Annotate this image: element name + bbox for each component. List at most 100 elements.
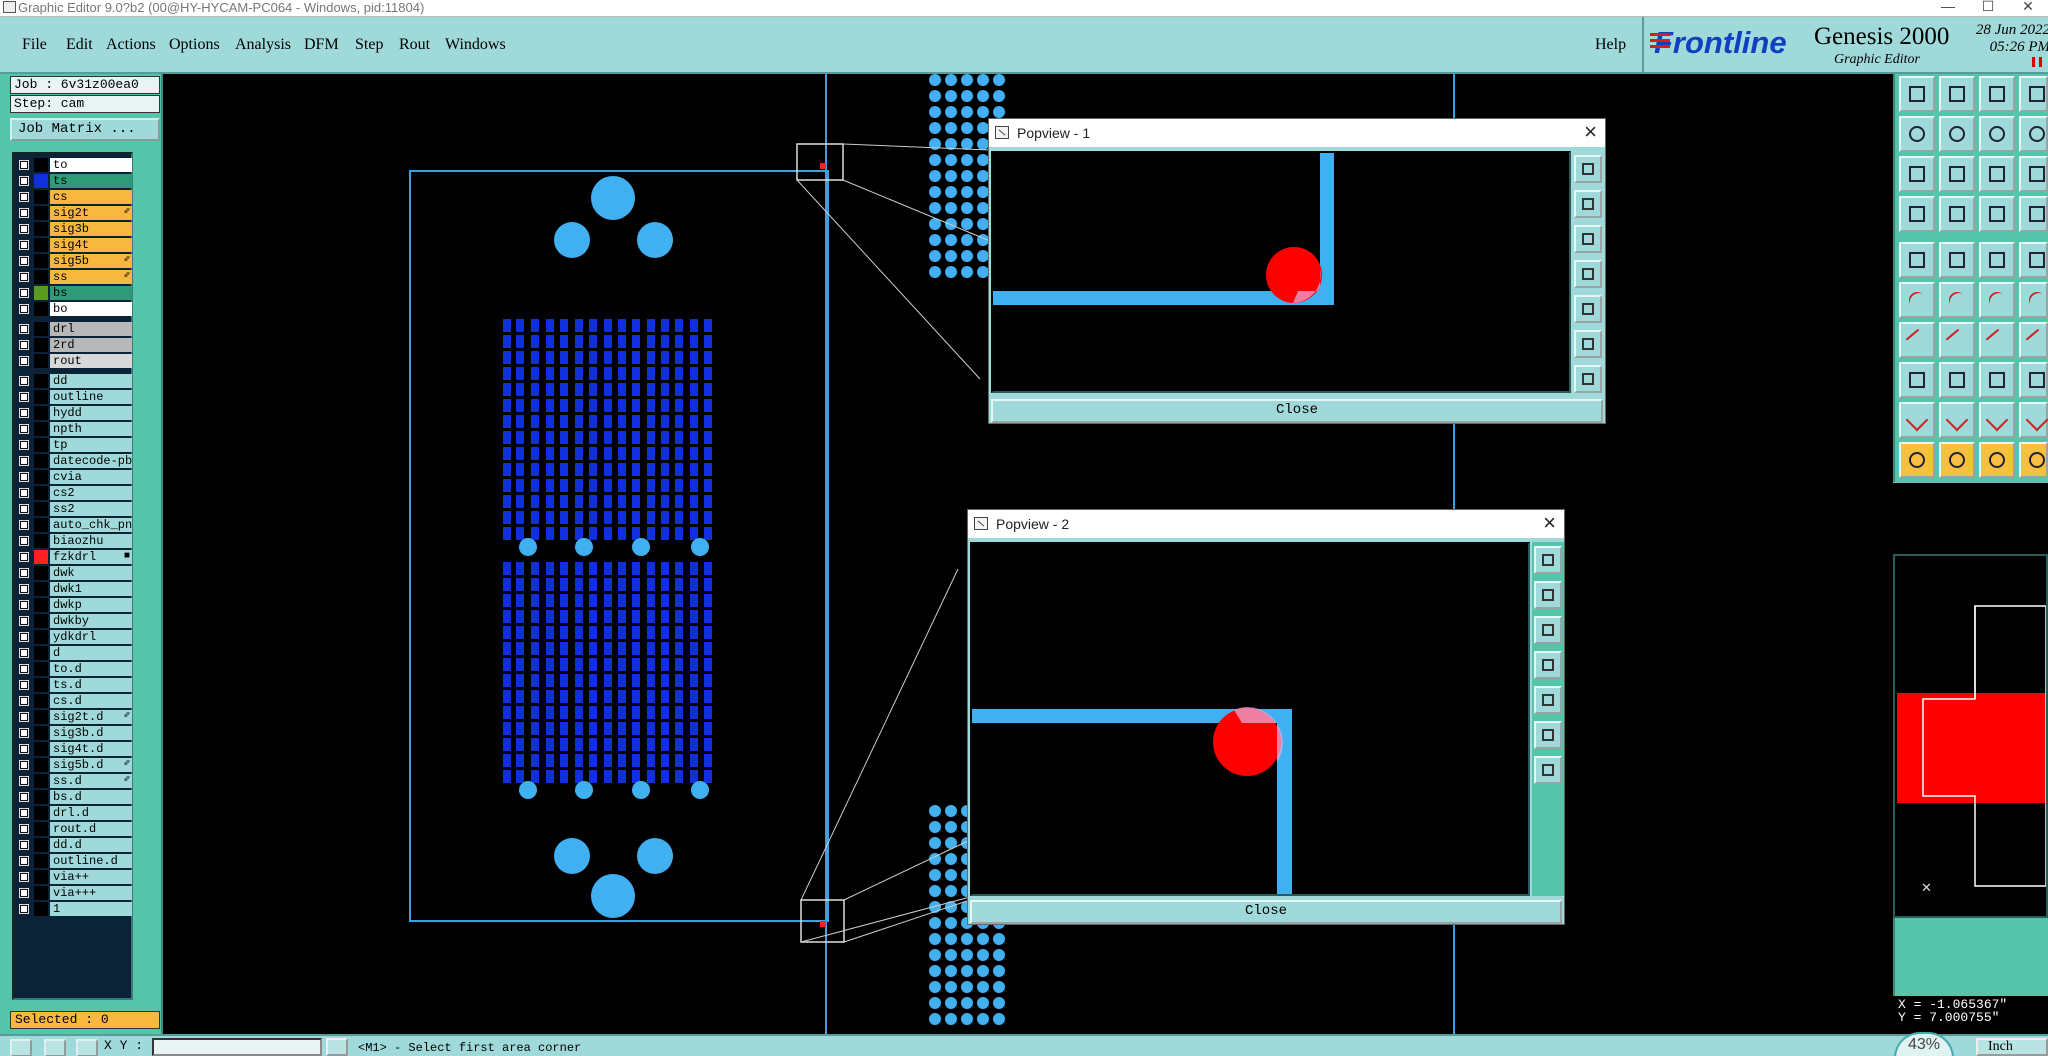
layer-row-dd.d[interactable]: dd.d: [16, 838, 132, 852]
popview-1-pan-right-button[interactable]: [1574, 295, 1602, 323]
popview-1-titlebar[interactable]: Popview - 1 ×: [989, 119, 1605, 147]
layer-checkbox[interactable]: [19, 256, 29, 266]
snap-extra-icon[interactable]: [2019, 196, 2048, 232]
layer-color-swatch[interactable]: [34, 662, 48, 676]
layer-row-sig5b[interactable]: sig5b✐: [16, 254, 132, 268]
rotate-arc-icon[interactable]: [1979, 322, 2015, 358]
layer-color-swatch[interactable]: [34, 838, 48, 852]
layer-name[interactable]: ts.d: [50, 678, 132, 692]
layer-row-1[interactable]: 1: [16, 902, 132, 916]
layer-row-ydkdrl[interactable]: ydkdrl: [16, 630, 132, 644]
menu-file[interactable]: File: [22, 36, 47, 53]
layer-name[interactable]: ss.d✐: [50, 774, 132, 788]
layer-checkbox[interactable]: [19, 808, 29, 818]
layer-row-ss2[interactable]: ss2: [16, 502, 132, 516]
layer-checkbox[interactable]: [19, 456, 29, 466]
triangle-3-icon[interactable]: [1979, 402, 2015, 438]
pan-left-icon[interactable]: [1899, 116, 1935, 152]
layer-color-swatch[interactable]: [34, 822, 48, 836]
layer-color-swatch[interactable]: [34, 534, 48, 548]
layer-checkbox[interactable]: [19, 160, 29, 170]
layer-color-swatch[interactable]: [34, 678, 48, 692]
layer-checkbox[interactable]: [19, 392, 29, 402]
popview-1-window[interactable]: Popview - 1 × Close: [988, 118, 1606, 424]
layer-checkbox[interactable]: [19, 324, 29, 334]
layer-name[interactable]: d: [50, 646, 132, 660]
layer-name[interactable]: npth: [50, 422, 132, 436]
scale-1-2-icon[interactable]: [1979, 156, 2015, 192]
popview-1-zoom-out-button[interactable]: [1574, 225, 1602, 253]
arc-point-icon[interactable]: [1979, 282, 2015, 318]
layer-row-ts[interactable]: ts: [16, 174, 132, 188]
popview-2-canvas[interactable]: [970, 542, 1530, 896]
layer-checkbox[interactable]: [19, 176, 29, 186]
layer-name[interactable]: dwk1: [50, 582, 132, 596]
layer-name[interactable]: hydd: [50, 406, 132, 420]
layer-row-dwkby[interactable]: dwkby: [16, 614, 132, 628]
layer-color-swatch[interactable]: [34, 254, 48, 268]
layer-name[interactable]: datecode-pbe: [50, 454, 132, 468]
popview-2-window[interactable]: Popview - 2 × Close: [967, 509, 1565, 925]
layer-name[interactable]: outline.d: [50, 854, 132, 868]
layer-row-outline[interactable]: outline: [16, 390, 132, 404]
popview-2-center-button[interactable]: [1534, 756, 1562, 784]
layer-row-bs[interactable]: bs: [16, 286, 132, 300]
layer-name[interactable]: dd: [50, 374, 132, 388]
layer-checkbox[interactable]: [19, 856, 29, 866]
popview-2-fit-button[interactable]: [1534, 721, 1562, 749]
popview-2-pan-right-button[interactable]: [1534, 686, 1562, 714]
layer-checkbox[interactable]: [19, 304, 29, 314]
layer-checkbox[interactable]: [19, 648, 29, 658]
layer-color-swatch[interactable]: [34, 354, 48, 368]
layer-row-sig4t.d[interactable]: sig4t.d: [16, 742, 132, 756]
close-window-button[interactable]: ✕: [2022, 0, 2034, 14]
layer-name[interactable]: sig4t: [50, 238, 132, 252]
layer-checkbox[interactable]: [19, 584, 29, 594]
layer-name[interactable]: cs2: [50, 486, 132, 500]
layer-row-sig3b[interactable]: sig3b: [16, 222, 132, 236]
layer-color-swatch[interactable]: [34, 694, 48, 708]
layer-name[interactable]: ss✐: [50, 270, 132, 284]
layer-color-swatch[interactable]: [34, 870, 48, 884]
layer-checkbox[interactable]: [19, 240, 29, 250]
layer-color-swatch[interactable]: [34, 502, 48, 516]
layer-checkbox[interactable]: [19, 504, 29, 514]
layer-row-npth[interactable]: npth: [16, 422, 132, 436]
layer-row-to.d[interactable]: to.d: [16, 662, 132, 676]
layer-row-tp[interactable]: tp: [16, 438, 132, 452]
layer-color-swatch[interactable]: [34, 322, 48, 336]
popview-2-zoom-in-button[interactable]: [1534, 581, 1562, 609]
layer-name[interactable]: ss2: [50, 502, 132, 516]
layer-row-hydd[interactable]: hydd: [16, 406, 132, 420]
popview-1-center-button[interactable]: [1574, 365, 1602, 393]
layer-row-sig3b.d[interactable]: sig3b.d: [16, 726, 132, 740]
layer-checkbox[interactable]: [19, 488, 29, 498]
layer-row-outline.d[interactable]: outline.d: [16, 854, 132, 868]
layer-color-swatch[interactable]: [34, 374, 48, 388]
layer-checkbox[interactable]: [19, 904, 29, 914]
layer-color-swatch[interactable]: [34, 854, 48, 868]
fit-screen-icon[interactable]: [1899, 156, 1935, 192]
layer-color-swatch[interactable]: [34, 726, 48, 740]
layer-checkbox[interactable]: [19, 192, 29, 202]
layer-name[interactable]: dwkby: [50, 614, 132, 628]
zoom-fit-icon[interactable]: [1939, 76, 1975, 112]
layer-row-ss[interactable]: ss✐: [16, 270, 132, 284]
layer-color-swatch[interactable]: [34, 774, 48, 788]
layer-checkbox[interactable]: [19, 568, 29, 578]
layer-color-swatch[interactable]: [34, 190, 48, 204]
layer-color-swatch[interactable]: [34, 710, 48, 724]
layer-checkbox[interactable]: [19, 376, 29, 386]
layer-row-datecode-pbe[interactable]: datecode-pbe: [16, 454, 132, 468]
layer-color-swatch[interactable]: [34, 886, 48, 900]
popview-1-zoom-in-button[interactable]: [1574, 190, 1602, 218]
layer-row-dd[interactable]: dd: [16, 374, 132, 388]
layer-row-bo[interactable]: bo: [16, 302, 132, 316]
layer-color-swatch[interactable]: [34, 582, 48, 596]
layer-row-dwk1[interactable]: dwk1: [16, 582, 132, 596]
layer-name[interactable]: tp: [50, 438, 132, 452]
layer-name[interactable]: drl: [50, 322, 132, 336]
layer-row-ts.d[interactable]: ts.d: [16, 678, 132, 692]
pan-right-icon[interactable]: [1939, 116, 1975, 152]
pad-icon[interactable]: [1899, 242, 1935, 278]
